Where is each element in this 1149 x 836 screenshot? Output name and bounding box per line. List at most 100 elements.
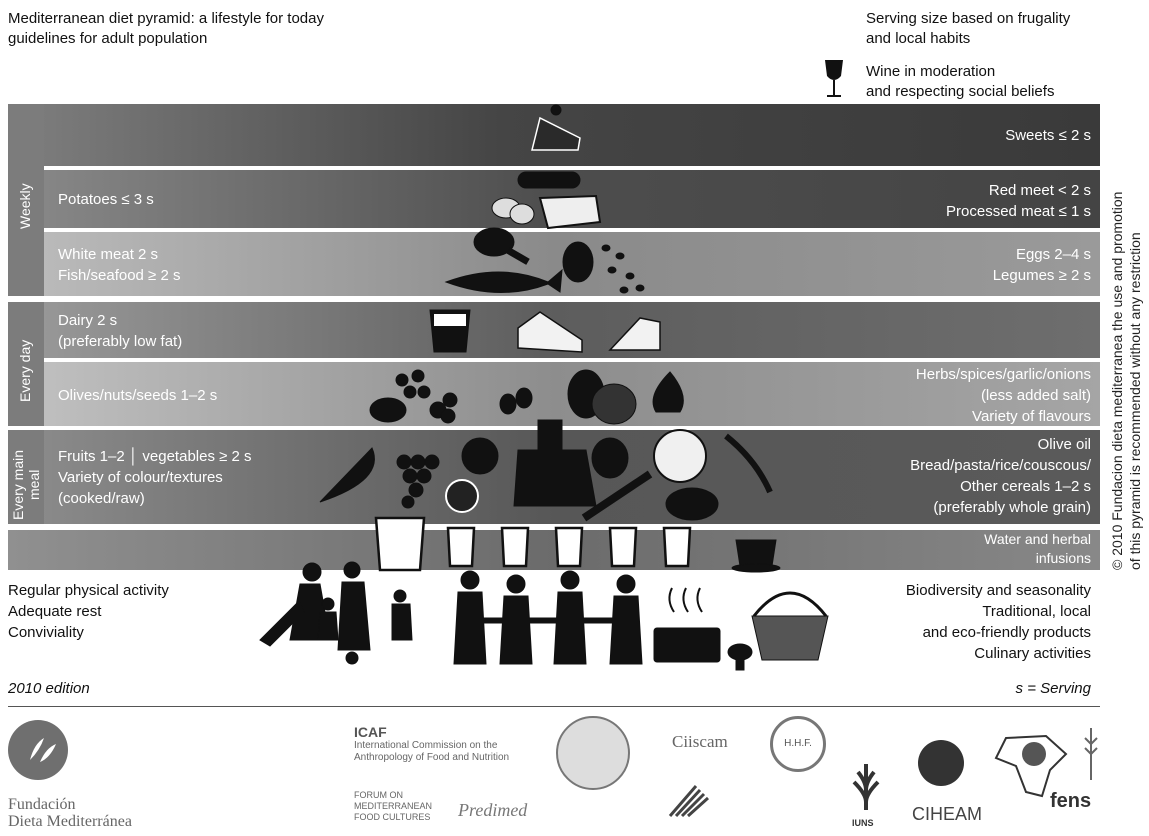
label-oil-cereals: Olive oil Bread/pasta/rice/couscous/ Oth… [910, 434, 1091, 518]
serving-line-2: and local habits [866, 30, 971, 47]
africa-map-logo-icon [994, 734, 1068, 798]
forum-line-1: FORUM ON [354, 790, 403, 800]
fundacion-line-1: Fundación [8, 796, 76, 813]
label-sweets: Sweets ≤ 2 s [1005, 127, 1091, 144]
label-dairy: Dairy 2 s (preferably low fat) [58, 310, 182, 352]
label-fruits-line-3: (cooked/raw) [58, 490, 145, 507]
icaf-line-1: International Commission on the [354, 740, 498, 751]
harokopio-logo-icon [668, 785, 710, 818]
herbal-tea-cup-icon [731, 539, 781, 573]
label-dairy-line-1: Dairy 2 s [58, 312, 118, 329]
grapes-icon [396, 454, 440, 509]
group-weekly: Weekly [8, 104, 44, 296]
forum-line-2: MEDITERRANEAN [354, 801, 433, 811]
group-every-main-meal: Every main meal [8, 430, 44, 524]
water-pitcher-icon [374, 516, 426, 572]
mushroom-icon [727, 643, 753, 671]
ciheam-logo-text: CIHEAM [912, 804, 983, 824]
nuts-icon [369, 369, 431, 423]
fish-icon [444, 268, 563, 294]
lifestyle-right: Biodiversity and seasonality Traditional… [906, 580, 1091, 664]
sausage-icon [517, 171, 581, 189]
cooking-pot-icon [653, 587, 721, 663]
leek-icon [581, 470, 653, 522]
title-line-1: Mediterranean diet pyramid: a lifestyle … [8, 10, 324, 27]
label-water-line-1: Water and herbal [984, 531, 1091, 547]
culinary-label: Culinary activities [974, 645, 1091, 662]
eco-friendly-label: and eco-friendly products [922, 624, 1091, 641]
wine-line-2: and respecting social beliefs [866, 83, 1055, 100]
adequate-rest-label: Adequate rest [8, 603, 102, 620]
icaf-line-2: Anthropology of Food and Nutrition [354, 752, 510, 763]
serving-note: Serving size based on frugality and loca… [866, 9, 1070, 49]
forum-logo: FORUM ON MEDITERRANEAN FOOD CULTURES [354, 790, 432, 823]
bread-icon [665, 487, 719, 521]
fundacion-line-2: Dieta Mediterránea [8, 813, 132, 830]
label-fish: Fish/seafood ≥ 2 s [58, 267, 181, 284]
band-water [8, 530, 1100, 570]
physical-activity-label: Regular physical activity [8, 582, 169, 599]
title-line-2: guidelines for adult population [8, 30, 208, 47]
vegetable-basket-icon [751, 591, 829, 661]
conviviality-label: Conviviality [8, 624, 84, 641]
label-herbs-line-1: Herbs/spices/garlic/onions [915, 366, 1091, 383]
artichoke-icon [591, 437, 629, 479]
potato-icon [491, 197, 535, 225]
footer-divider [8, 706, 1100, 707]
ciheam-seal-icon [918, 740, 964, 786]
apple-icon [461, 437, 499, 475]
ciiscam-logo: Ciiscam [672, 732, 728, 751]
label-water-line-2: infusions [1035, 550, 1091, 566]
wine-glass-icon [825, 60, 843, 97]
edition-label: 2010 edition [8, 680, 90, 697]
fens-logo: fens [1050, 790, 1092, 812]
label-eggs-legumes: Eggs 2–4 s Legumes ≥ 2 s [993, 244, 1091, 286]
cake-icon [531, 104, 581, 151]
label-fruits-line-2: Variety of colour/textures [58, 469, 223, 486]
onion-icon [567, 369, 637, 425]
orange-slice-icon [445, 479, 479, 513]
garlic-icon [652, 371, 684, 413]
predimed-logo: Predimed [458, 800, 528, 820]
pyramid-illustrations [259, 104, 829, 671]
label-eggs: Eggs 2–4 s [1015, 246, 1091, 263]
group-every-day: Every day [8, 302, 44, 426]
egg-icon [562, 241, 594, 283]
steak-icon [538, 194, 602, 230]
pyramid-title: Mediterranean diet pyramid: a lifestyle … [8, 9, 324, 49]
wheat-logo-icon [1084, 728, 1098, 780]
label-meat: Red meet < 2 s Processed meat ≤ 1 s [946, 180, 1091, 222]
serving-line-1: Serving size based on frugality [866, 10, 1071, 27]
wine-line-1: Wine in moderation [866, 63, 996, 80]
fundacion-logo-text: Fundación Dieta Mediterránea [8, 796, 132, 830]
cheese-icon [517, 311, 661, 353]
label-white-meat-fish: White meat 2 s Fish/seafood ≥ 2 s [58, 244, 180, 286]
label-potatoes: Potatoes ≤ 3 s [58, 191, 154, 208]
university-seal-icon [556, 716, 630, 790]
label-water: Water and herbal infusions [984, 530, 1091, 568]
wine-note: Wine in moderation and respecting social… [866, 62, 1054, 102]
legumes-icon [601, 244, 645, 294]
label-olives: Olives/nuts/seeds 1–2 s [58, 387, 218, 404]
icaf-logo: ICAF International Commission on the Ant… [354, 724, 509, 764]
label-herbs-line-3: Variety of flavours [972, 408, 1091, 425]
hhf-logo: H.H.F. [770, 716, 826, 772]
physical-activity-people-icon [259, 561, 413, 665]
label-herbs-line-2: (less added salt) [980, 387, 1091, 404]
watermelon-icon [319, 447, 375, 503]
label-herbs: Herbs/spices/garlic/onions (less added s… [916, 364, 1091, 427]
label-white-meat: White meat 2 s [58, 246, 159, 263]
olives-icon [499, 387, 533, 415]
iuns-logo-text: IUNS [852, 818, 874, 828]
biodiversity-label: Biodiversity and seasonality [905, 582, 1091, 599]
chicken-leg-icon [473, 227, 530, 265]
iuns-logo-icon [852, 764, 880, 810]
label-cereals-2: Other cereals 1–2 s [960, 478, 1091, 495]
label-processed-meat: Processed meat ≤ 1 s [946, 203, 1091, 220]
label-red-meat: Red meet < 2 s [988, 182, 1091, 199]
conviviality-table-icon [453, 570, 643, 665]
label-oil: Olive oil [1037, 436, 1091, 453]
label-dairy-line-2: (preferably low fat) [58, 333, 183, 350]
traditional-label: Traditional, local [982, 603, 1091, 620]
label-fruits: Fruits 1–2 │ vegetables ≥ 2 s Variety of… [58, 446, 252, 509]
